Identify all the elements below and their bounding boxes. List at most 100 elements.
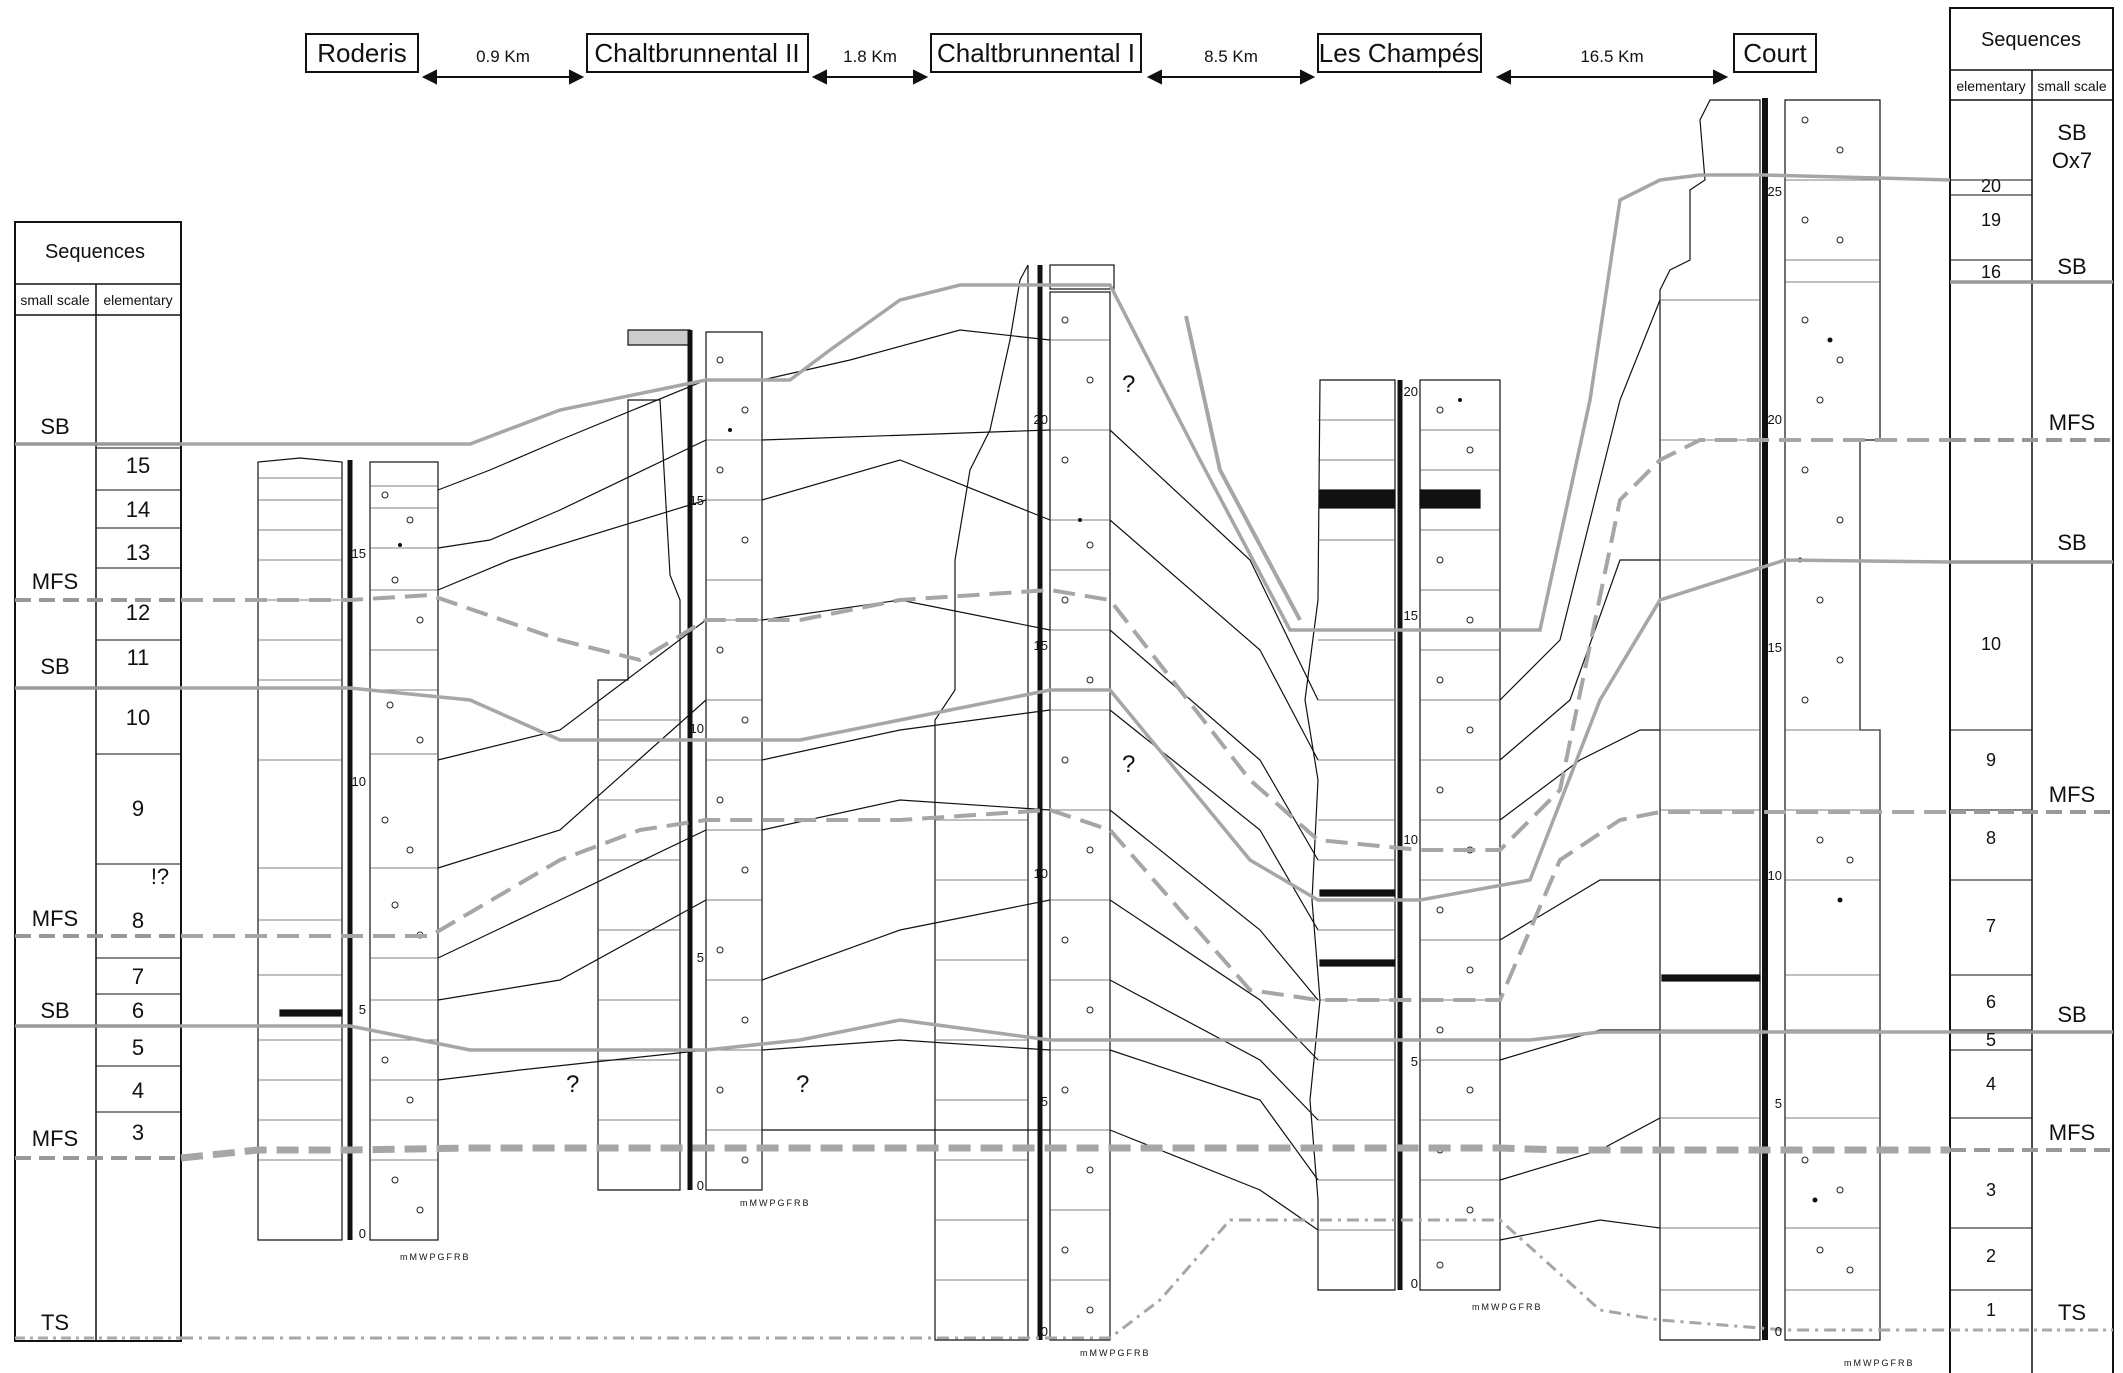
right-elem-label: 9 [1986,750,1996,770]
correlation-lines [437,299,1661,1241]
title-les-champes: Les Champés [1319,38,1479,68]
column-roderis [257,457,439,1241]
left-elem-label: 4 [132,1078,144,1103]
left-elem-label: 9 [132,796,144,821]
scale-label: 10 [1034,866,1048,881]
left-elem-label: 15 [126,453,150,478]
uncertain-marks: ? ? ? ? [566,371,1135,1098]
left-elem-label: 11 [127,645,150,670]
texture-legend: mMWPGFRB [1472,1302,1543,1312]
scale-label: 0 [1775,1324,1782,1339]
left-elem-label: 8 [132,908,144,933]
question-mark: ? [1122,751,1135,778]
scale-label: 0 [697,1178,704,1193]
left-col-elem: elementary [103,292,172,308]
column-les-champes [1304,379,1501,1291]
right-small-label: MFS [2049,782,2095,807]
title-chaltbrunnental-i: Chaltbrunnental I [937,38,1135,68]
texture-legend: mMWPGFRB [400,1252,471,1262]
question-mark: ? [1122,371,1135,398]
title-roderis: Roderis [317,38,407,68]
right-elem-label: 6 [1986,992,1996,1012]
distance-label: 0.9 Km [476,47,530,66]
distance-arrows [421,69,1729,85]
scale-label: 15 [690,493,704,508]
scale-label: 15 [1768,640,1782,655]
left-sequence-panel: Sequences small scale elementary SB MFS … [14,221,182,1342]
scale-label: 15 [352,546,366,561]
left-small-label: SB [40,998,69,1023]
scale-label: 0 [1411,1276,1418,1291]
left-elem-label: 7 [132,964,144,989]
right-elem-label: 2 [1986,1246,1996,1266]
scale-label: 15 [1034,638,1048,653]
right-small-label: SB [2057,254,2086,279]
left-small-label: SB [40,654,69,679]
right-col-small: small scale [2037,78,2106,94]
left-elem-label: 5 [132,1035,144,1060]
left-small-label: MFS [32,1126,78,1151]
texture-legends: mMWPGFRB mMWPGFRB mMWPGFRB mMWPGFRB mMWP… [400,1198,1915,1368]
left-elem-label: !? [151,864,169,889]
distance-label: 16.5 Km [1580,47,1643,66]
right-small-label: MFS [2049,1120,2095,1145]
column-chaltbrunnental-ii [597,329,763,1191]
distance-label: 1.8 Km [843,47,897,66]
scale-label: 20 [1404,384,1418,399]
right-panel-title: Sequences [1981,29,2081,51]
question-mark: ? [796,1071,809,1098]
right-col-elem: elementary [1956,78,2025,94]
scale-label: 25 [1768,184,1782,199]
right-elem-label: 4 [1986,1074,1996,1094]
right-small-label: SB [2057,120,2086,145]
scale-label: 5 [359,1002,366,1017]
left-elem-label: 10 [126,705,150,730]
scale-label: 15 [1404,608,1418,623]
left-elem-label: 13 [126,540,150,565]
left-small-label: SB [40,414,69,439]
column-court [1659,98,1881,1341]
distance-labels: 0.9 Km 1.8 Km 8.5 Km 16.5 Km [476,47,1644,66]
scale-label: 20 [1768,412,1782,427]
column-chaltbrunnental-i [934,264,1115,1341]
texture-legend: mMWPGFRB [1844,1358,1915,1368]
right-elem-label: 8 [1986,828,1996,848]
section-titles: Roderis Chaltbrunnental II Chaltbrunnent… [305,33,1817,73]
transgressive-surface [181,1218,1950,1340]
left-small-label: TS [41,1310,69,1335]
right-small-label: TS [2058,1300,2086,1325]
title-chaltbrunnental-ii: Chaltbrunnental II [594,38,799,68]
scale-label: 5 [1041,1094,1048,1109]
question-mark: ? [566,1071,579,1098]
texture-legend: mMWPGFRB [740,1198,811,1208]
distance-label: 8.5 Km [1204,47,1258,66]
left-panel-title: Sequences [45,241,145,263]
right-elem-label: 3 [1986,1180,1996,1200]
title-court: Court [1743,38,1807,68]
right-small-label: SB [2057,530,2086,555]
left-col-small: small scale [20,292,89,308]
scale-label: 5 [1775,1096,1782,1111]
left-elem-label: 12 [126,600,150,625]
right-elem-label: 5 [1986,1030,1996,1050]
scale-label: 20 [1034,412,1048,427]
scale-label: 5 [1411,1054,1418,1069]
right-elem-label: 20 [1981,176,2001,196]
scale-labels: 15 10 5 0 15 10 5 0 20 15 10 5 0 20 15 1… [352,184,1782,1339]
left-elem-label: 3 [132,1120,144,1145]
left-elem-label: 14 [126,497,150,522]
right-small-label: MFS [2049,410,2095,435]
right-small-label: Ox7 [2052,148,2092,173]
sequence-boundaries [181,173,1951,1052]
scale-label: 10 [690,721,704,736]
right-elem-label: 10 [1981,634,2001,654]
scale-label: 0 [359,1226,366,1241]
left-small-label: MFS [32,569,78,594]
scale-label: 10 [1404,832,1418,847]
left-elem-label: 6 [132,998,144,1023]
right-sequence-panel: Sequences elementary small scale SB Ox7 … [1949,7,2114,1373]
right-elem-label: 19 [1981,210,2001,230]
scale-label: 5 [697,950,704,965]
right-elem-label: 1 [1986,1300,1996,1320]
